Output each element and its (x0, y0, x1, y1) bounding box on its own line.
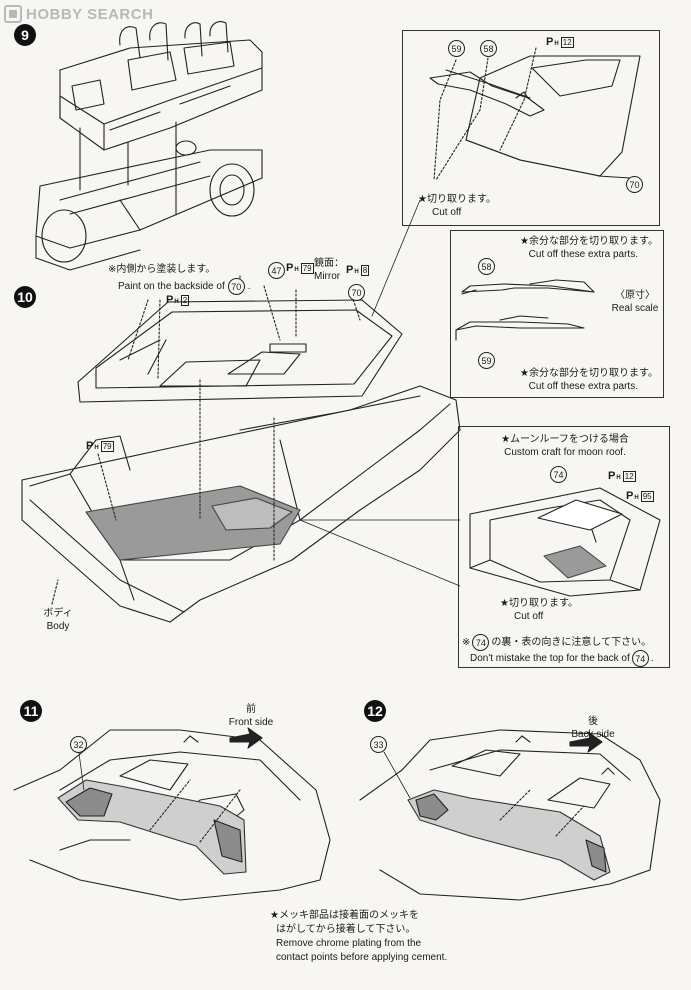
step9-leader-lines (433, 47, 537, 181)
part-number-74: 74 (550, 466, 567, 483)
moon-roof-cut-jp: ★切り取ります。 (500, 598, 578, 609)
step9-roof-callout-box (402, 30, 660, 226)
mirror-label-jp: 鏡面： (314, 258, 344, 269)
step10-roof-panel-drawing (77, 299, 403, 403)
step9-roof-drawing (429, 55, 641, 177)
chrome-note-en-2: contact points before applying cement. (276, 952, 448, 963)
part-number-58-real: 58 (478, 258, 495, 275)
moon-roof-note-en: Custom craft for moon roof. (504, 447, 626, 458)
step9-chassis-drawing (35, 140, 263, 271)
chrome-note-jp-1: ★メッキ部品は接着面のメッキを (270, 910, 419, 921)
step9-interior-tub-drawing (59, 21, 263, 216)
extra-parts-note-en-1: Cut off these extra parts. (528, 249, 638, 260)
part-number-32: 32 (70, 736, 87, 753)
mirror-label-en: Mirror (314, 271, 341, 282)
back-side-label-en: Back side (571, 729, 615, 740)
front-side-label-en: Front side (228, 717, 274, 728)
front-side-label-jp: 前 (246, 704, 256, 715)
extra-parts-note-jp-1: ★余分な部分を切り取ります。 (520, 236, 658, 247)
extra-parts-note-jp-2: ★余分な部分を切り取ります。 (520, 368, 658, 379)
step10-real-scale-parts-drawing (455, 279, 595, 341)
body-label-en: Body (46, 621, 70, 632)
hobby-search-watermark: HOBBY SEARCH (4, 4, 153, 24)
part-number-70: 70 (626, 176, 643, 193)
step10-leader-lines (51, 275, 361, 605)
step9-cut-note-en: Cut off (432, 207, 462, 218)
chrome-note-jp-2: はがしてから接着して下さい。 (276, 924, 416, 935)
extra-parts-note-en-2: Cut off these extra parts. (528, 381, 638, 392)
step-number-12: 12 (364, 700, 386, 722)
step12-valance-part (407, 789, 611, 881)
moon-roof-note-jp: ★ムーンルーフをつける場合 (501, 434, 629, 445)
hobby-search-logo-icon (4, 5, 22, 23)
watermark-text: HOBBY SEARCH (26, 5, 154, 23)
part-number-70-inline: 70 (227, 278, 245, 295)
part-number-58: 58 (480, 40, 497, 57)
real-scale-label-en: Real scale (611, 303, 659, 314)
back-side-label-jp: 後 (588, 716, 598, 727)
moon-roof-callout-box (458, 426, 670, 668)
moon-roof-cut-en: Cut off (514, 611, 544, 622)
step10-moon-roof-drawing (469, 487, 661, 597)
mistake-note-en: Don't mistake the top for the back of 74… (470, 650, 654, 667)
step12-body-drawing (359, 729, 661, 901)
part-number-59-real: 59 (478, 352, 495, 369)
step-number-9: 9 (14, 24, 36, 46)
step10-paint-note-jp: ※内側から塗装します。 (108, 264, 216, 275)
chrome-note-en-1: Remove chrome plating from the (276, 938, 422, 949)
mistake-note-jp: ※ 74 の裏・表の向きに注意して下さい。 (462, 634, 651, 651)
step10-paint-note-en: Paint on the backside of 70 . (118, 278, 251, 295)
part-number-70-roof: 70 (348, 284, 365, 301)
part-number-74-inline: 74 (472, 634, 490, 651)
part-number-33: 33 (370, 736, 387, 753)
step-number-10: 10 (14, 286, 36, 308)
step10-body-shell-drawing (21, 385, 461, 623)
real-scale-callout-box (450, 230, 664, 398)
part-number-74-inline-en: 74 (631, 650, 649, 667)
real-scale-label-jp: 〈原寸〉 (615, 290, 655, 301)
part-number-47: 47 (268, 262, 285, 279)
body-label-jp: ボディ (43, 608, 73, 619)
part-number-59: 59 (448, 40, 465, 57)
step9-cut-note-jp: ★切り取ります。 (418, 194, 496, 205)
step-number-11: 11 (20, 700, 42, 722)
